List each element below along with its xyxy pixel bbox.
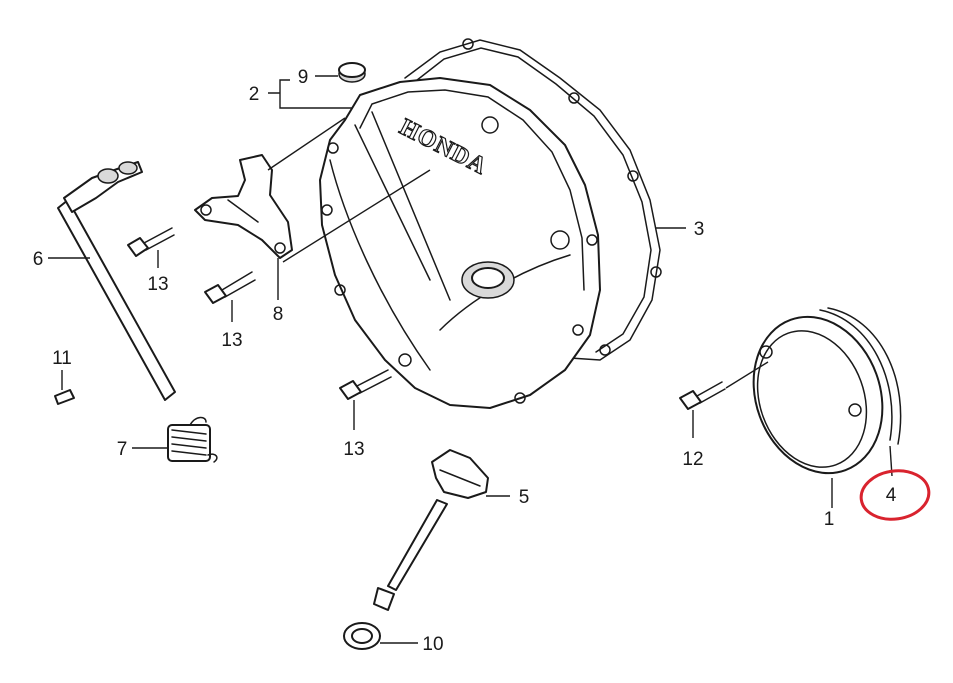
seal-part-9 [338, 62, 366, 83]
callout-part-10: 10 [422, 634, 443, 655]
side-cover-part-1 [752, 315, 884, 475]
cover-gasket [404, 38, 662, 361]
callout-part-1: 1 [824, 509, 835, 530]
callout-part-3: 3 [694, 219, 705, 240]
bolt-13a [127, 227, 175, 257]
callout-part-5: 5 [519, 487, 530, 508]
callout-part-9: 9 [298, 67, 309, 88]
callout-part-8: 8 [273, 304, 284, 325]
clutch-cover: HONDA [319, 77, 601, 409]
shaft-part-6 [57, 161, 176, 401]
callout-part-6: 6 [33, 249, 44, 270]
callout-part-2: 2 [249, 84, 260, 105]
callout-part-13a: 13 [147, 274, 168, 295]
gasket-ring-part-4 [819, 307, 902, 445]
spring-part-7 [167, 416, 218, 463]
callout-part-13b: 13 [221, 330, 242, 351]
bolt-13c [339, 369, 392, 400]
washer-part-10 [343, 622, 381, 650]
highlight-circle [859, 469, 931, 521]
bracket-part-8 [194, 154, 293, 259]
bolt-13b [204, 271, 256, 304]
callout-part-11: 11 [52, 348, 72, 369]
leader-lines [48, 75, 893, 644]
dipstick-part-5 [373, 449, 489, 611]
pin-part-11 [54, 389, 75, 405]
callout-part-13c: 13 [343, 439, 364, 460]
callout-part-12: 12 [682, 449, 703, 470]
callout-part-4: 4 [886, 485, 897, 506]
callout-part-7: 7 [117, 439, 128, 460]
callout-labels: 1 2 3 4 5 6 7 8 9 10 11 12 13 13 13 [33, 67, 897, 655]
bolt-12 [679, 381, 726, 410]
